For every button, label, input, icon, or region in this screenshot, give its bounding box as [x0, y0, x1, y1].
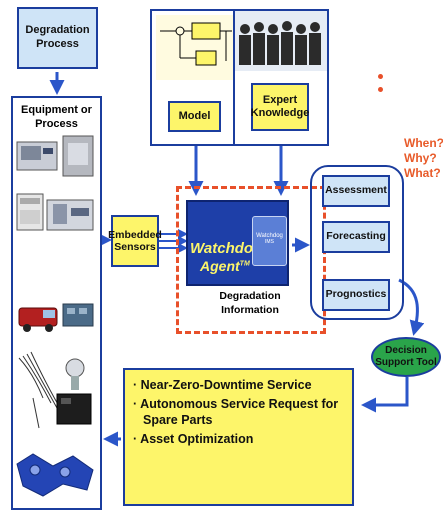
- equipment-title: Equipment or Process: [21, 104, 92, 130]
- services-list: · Near-Zero-Downtime Service · Autonomou…: [133, 378, 342, 447]
- prognostics-box: Prognostics: [322, 279, 390, 311]
- equipment-images: [16, 135, 94, 497]
- service-item: · Near-Zero-Downtime Service: [133, 378, 312, 392]
- degradation-information-label: Degradation Information: [219, 290, 281, 316]
- service-item: · Autonomous Service Request for: [133, 397, 339, 412]
- copier-machine-icon: [16, 193, 44, 231]
- engine-icon: [62, 303, 94, 327]
- question-when: When?: [404, 136, 443, 150]
- arrow-decision-to-services: [361, 377, 409, 413]
- watchdog-logo-icon: Watchdog IMS: [252, 216, 287, 266]
- model-frame: Model: [150, 9, 240, 146]
- watchdog-logo-sub: IMS: [265, 239, 274, 245]
- injection-machine-icon: [46, 199, 94, 231]
- service-item: · Asset Optimization: [133, 431, 254, 446]
- services-box: · Near-Zero-Downtime Service · Autonomou…: [123, 368, 354, 506]
- model-box: Model: [168, 101, 221, 132]
- watchdog-logo-text: Watchdog: [256, 233, 283, 239]
- embedded-sensors-box: Embedded Sensors: [108, 215, 162, 267]
- question-what: What?: [404, 166, 441, 180]
- question-why: Why?: [404, 151, 437, 165]
- arrow-analysis-to-decision: [398, 278, 425, 336]
- watchdog-agent-box: Watchdog AgentTM Watchdog IMS: [186, 200, 289, 286]
- expert-people-image: [235, 11, 327, 71]
- van-icon: [18, 307, 58, 332]
- cnc-cabinet-icon: [62, 135, 94, 177]
- questions-list: When? Why? What?: [404, 136, 443, 181]
- power-lines-icon: [18, 351, 64, 429]
- forecasting-box: Forecasting: [322, 221, 390, 253]
- service-item: Spare Parts: [143, 412, 213, 427]
- degradation-process-box: Degradation Process: [17, 7, 98, 69]
- model-block-diagram: [156, 15, 234, 80]
- generator-icon: [56, 358, 92, 425]
- watchdog-agent-label: AgentTM: [200, 258, 250, 274]
- analysis-group: [310, 165, 404, 320]
- assessment-box: Assessment: [322, 175, 390, 207]
- expert-knowledge-box: Expert Knowledge: [251, 83, 309, 131]
- watchdog-title: Watchdog: [190, 240, 263, 257]
- decorative-colon: [378, 74, 386, 98]
- conveyor-machinery-icon: [16, 453, 94, 497]
- expert-frame: Expert Knowledge: [233, 9, 329, 146]
- equipment-column: Equipment or Process: [11, 96, 102, 510]
- lathe-machine-icon: [16, 141, 58, 171]
- decision-support-tool: Decision Support Tool: [371, 337, 441, 377]
- watchdog-dashed-frame: [176, 186, 326, 334]
